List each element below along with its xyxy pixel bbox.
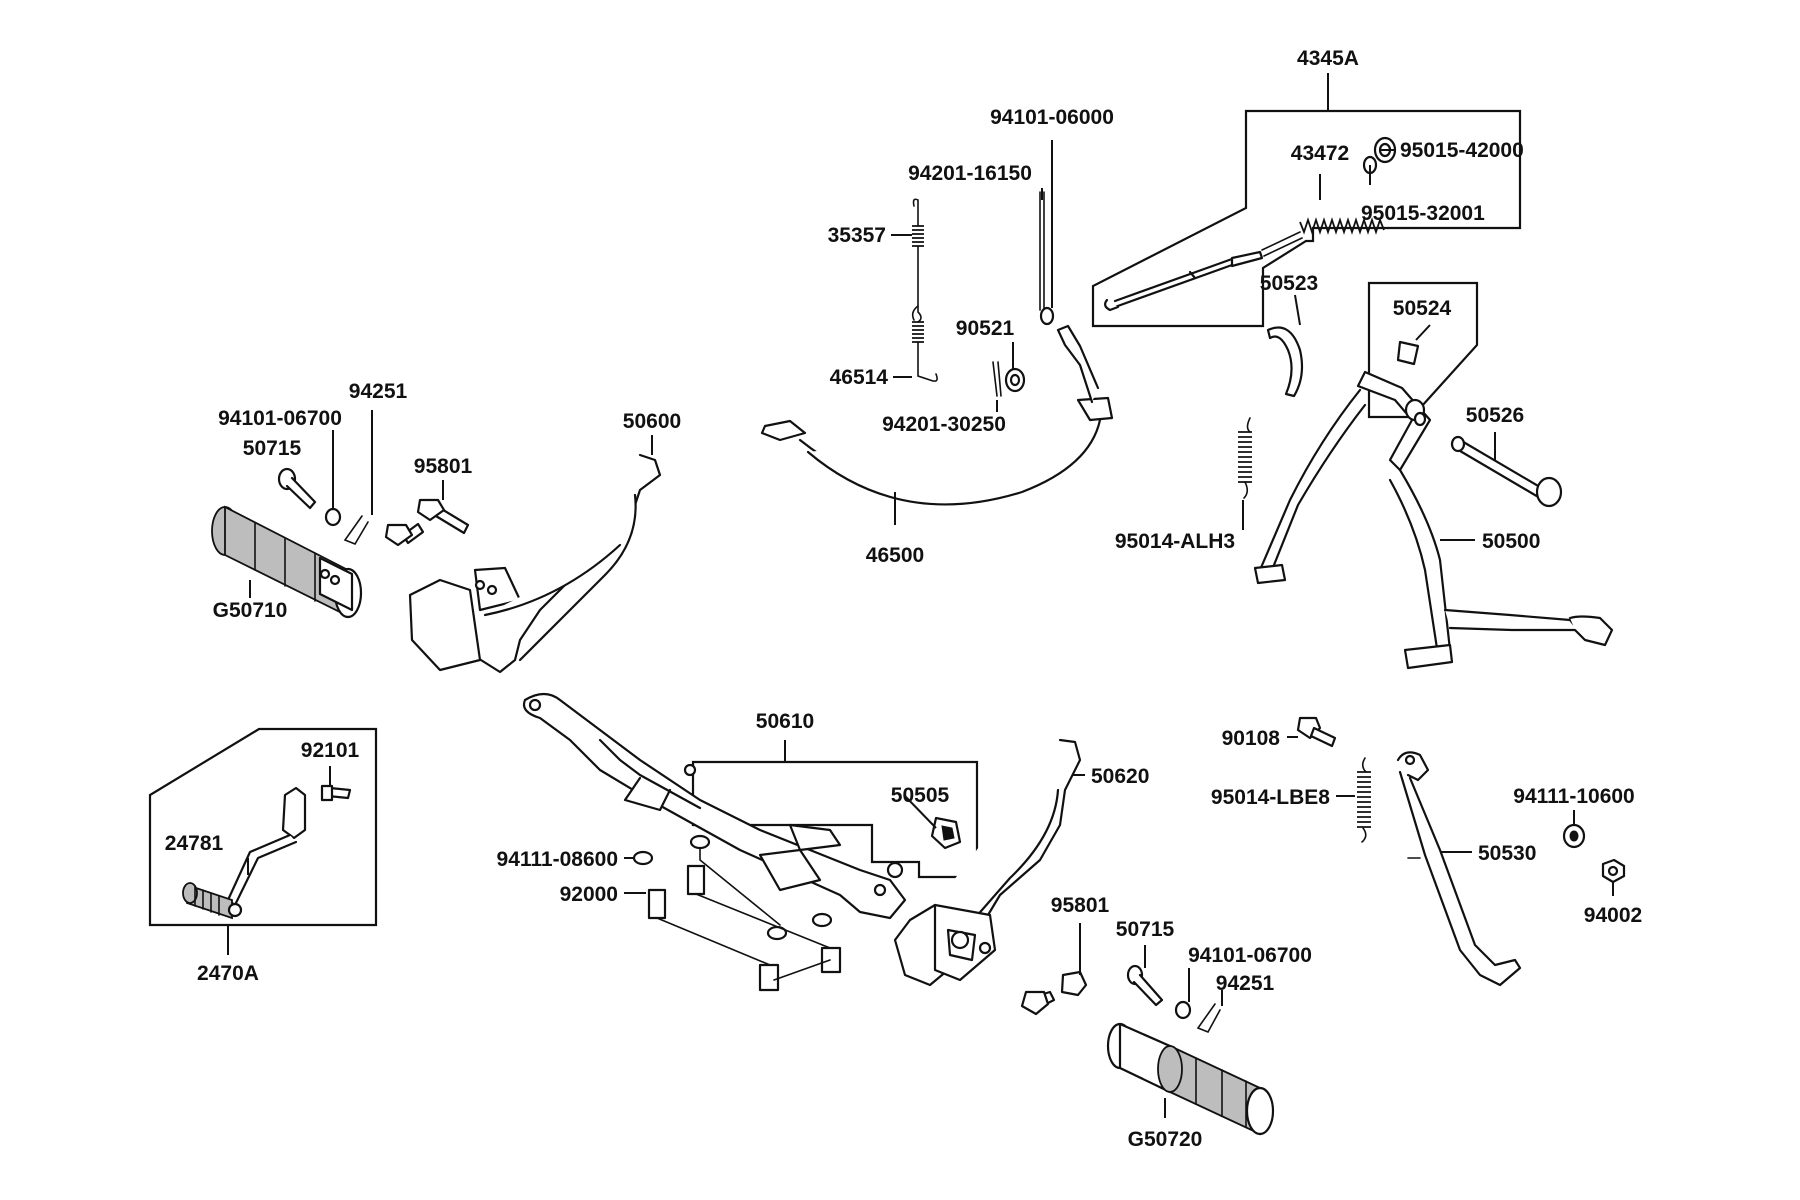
part-label-92101: 92101 xyxy=(301,739,360,762)
bolt-95801-a-icon xyxy=(384,498,470,547)
part-label-95015-32001: 95015-32001 xyxy=(1361,202,1485,225)
pin-50715-a-icon xyxy=(277,467,317,510)
adjuster-spring-43472-icon xyxy=(1299,217,1385,235)
frame-bracket-50610-icon xyxy=(522,692,907,920)
part-label-43472: 43472 xyxy=(1291,142,1349,165)
group-frame-2470A xyxy=(148,727,378,927)
bolt-90108-icon xyxy=(1296,716,1337,748)
nut-94002-icon xyxy=(1601,858,1626,884)
part-label-46500: 46500 xyxy=(866,544,924,567)
shaft-50526-icon xyxy=(1450,435,1563,508)
part-label-94101-06700-b: 94101-06700 xyxy=(1188,944,1312,967)
part-label-94101-06700-a: 94101-06700 xyxy=(218,407,342,430)
brake-rod-icon xyxy=(1103,231,1303,312)
part-label-46514: 46514 xyxy=(830,366,889,389)
part-label-50620: 50620 xyxy=(1091,765,1149,788)
part-label-50523: 50523 xyxy=(1260,272,1318,295)
clip-94251-b-icon xyxy=(1196,1003,1221,1034)
part-label-50524: 50524 xyxy=(1393,297,1452,320)
part-label-92000: 92000 xyxy=(560,883,618,906)
part-label-50530: 50530 xyxy=(1478,842,1536,865)
part-label-94111-08600: 94111-08600 xyxy=(497,848,618,871)
nut-50505-icon xyxy=(930,816,962,850)
group-frame-4345A xyxy=(1091,109,1522,328)
part-label-50610: 50610 xyxy=(756,710,814,733)
footrest-g50710-icon xyxy=(211,505,363,619)
part-label-50715-a: 50715 xyxy=(243,437,302,460)
bracket-50523-icon xyxy=(1266,326,1304,398)
foot-bracket-50620-icon xyxy=(893,738,1082,987)
cotter-pin-94201-30250-icon xyxy=(992,361,1002,397)
pin-94201-16150-icon xyxy=(1039,191,1045,311)
part-label-50500: 50500 xyxy=(1482,530,1540,553)
part-labels: 4345A 43472 95015-42000 95015-32001 9410… xyxy=(165,47,1642,1151)
bolt-92000-icon xyxy=(647,864,842,992)
part-label-24781: 24781 xyxy=(165,832,224,855)
part-label-50600: 50600 xyxy=(623,410,681,433)
side-stand-50530-icon xyxy=(1396,751,1522,987)
part-label-94111-10600: 94111-10600 xyxy=(1513,785,1634,808)
washer-94101-06700-a-icon xyxy=(324,507,342,527)
part-label-90108: 90108 xyxy=(1222,727,1281,750)
bolt-92101-icon xyxy=(320,784,352,802)
part-label-94251-b: 94251 xyxy=(1216,972,1275,995)
part-label-94251-a: 94251 xyxy=(349,380,408,403)
footrest-g50720-icon xyxy=(1106,1022,1275,1136)
part-label-90521: 90521 xyxy=(956,317,1015,340)
group-frame-50610 xyxy=(691,760,979,879)
spring-95014-lbe8-icon xyxy=(1357,757,1371,843)
part-label-35357: 35357 xyxy=(828,224,886,247)
spring-35357-icon xyxy=(912,198,924,323)
part-label-2470A: 2470A xyxy=(197,962,259,985)
main-stand-50500-icon xyxy=(1253,370,1614,670)
part-label-50526: 50526 xyxy=(1466,404,1524,427)
part-label-95014-ALH3: 95014-ALH3 xyxy=(1115,530,1235,553)
part-label-50715-b: 50715 xyxy=(1116,918,1175,941)
part-label-50505: 50505 xyxy=(891,784,950,807)
foot-bracket-50600-icon xyxy=(408,453,662,674)
brake-pedal-46500-icon xyxy=(760,324,1114,506)
spring-46514-icon xyxy=(911,305,938,382)
part-label-G50720: G50720 xyxy=(1128,1128,1203,1151)
part-label-94201-16150: 94201-16150 xyxy=(908,162,1032,185)
washer-94101-06700-b-icon xyxy=(1174,1000,1192,1020)
group-frame-50524 xyxy=(1367,281,1479,419)
clip-94251-a-icon xyxy=(343,515,369,545)
part-label-95015-42000: 95015-42000 xyxy=(1400,139,1524,162)
spring-95014-alh3-icon xyxy=(1238,417,1252,499)
part-label-95801-a: 95801 xyxy=(414,455,473,478)
washer-94111-10600-icon xyxy=(1562,823,1586,849)
part-label-95801-b: 95801 xyxy=(1051,894,1110,917)
bolt-95801-b-icon xyxy=(1020,970,1088,1016)
shift-lever-24781-icon xyxy=(182,786,307,920)
part-label-G50710: G50710 xyxy=(213,599,288,622)
part-label-94101-06000: 94101-06000 xyxy=(990,106,1114,129)
stopper-50524-icon xyxy=(1396,340,1420,366)
part-label-4345A: 4345A xyxy=(1297,47,1359,70)
pin-50715-b-icon xyxy=(1126,964,1164,1007)
part-label-94002: 94002 xyxy=(1584,904,1642,927)
washer-90521-icon xyxy=(1004,367,1026,393)
part-label-95014-LBE8: 95014-LBE8 xyxy=(1211,786,1330,809)
part-label-94201-30250: 94201-30250 xyxy=(882,413,1006,436)
washer-94101-06000-icon xyxy=(1039,306,1055,326)
leader-lines xyxy=(247,140,1614,1118)
